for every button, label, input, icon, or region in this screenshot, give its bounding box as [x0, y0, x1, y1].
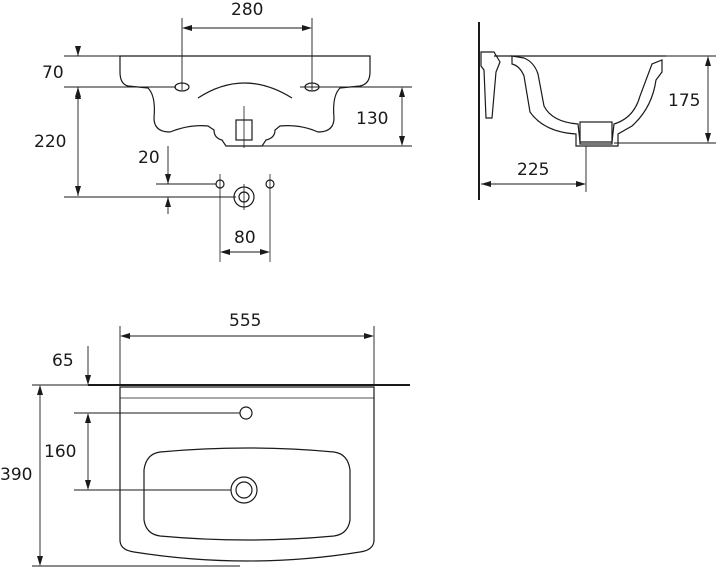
- dim-20-label: 20: [138, 148, 160, 168]
- top-drain-outer: [230, 476, 258, 504]
- front-view: 280 70 220 130 20: [34, 0, 412, 262]
- side-basin-section: [511, 55, 663, 147]
- dim-65-label: 65: [52, 351, 74, 371]
- dim-130-label: 130: [356, 109, 388, 129]
- dim-80-label: 80: [234, 228, 256, 248]
- dim-280-label: 280: [231, 0, 263, 20]
- side-view: 175 225: [478, 22, 716, 200]
- top-tap-hole: [239, 406, 253, 420]
- dim-160-label: 160: [44, 442, 76, 462]
- dim-220-label: 220: [34, 132, 66, 152]
- top-basin-outline: [119, 386, 375, 562]
- side-wall-bracket: [480, 51, 501, 119]
- dim-175-label: 175: [668, 91, 700, 111]
- side-drain: [579, 121, 613, 145]
- dim-225-label: 225: [517, 160, 549, 180]
- dim-390-label: 390: [0, 465, 32, 485]
- dim-70-label: 70: [42, 63, 64, 83]
- top-drain-inner: [235, 481, 253, 499]
- top-view: 555 65 160 390: [0, 311, 410, 567]
- front-bowl-arc: [197, 82, 293, 99]
- top-bowl-outline: [143, 447, 351, 541]
- dim-555-label: 555: [229, 311, 261, 331]
- front-basin-outline: [119, 55, 371, 147]
